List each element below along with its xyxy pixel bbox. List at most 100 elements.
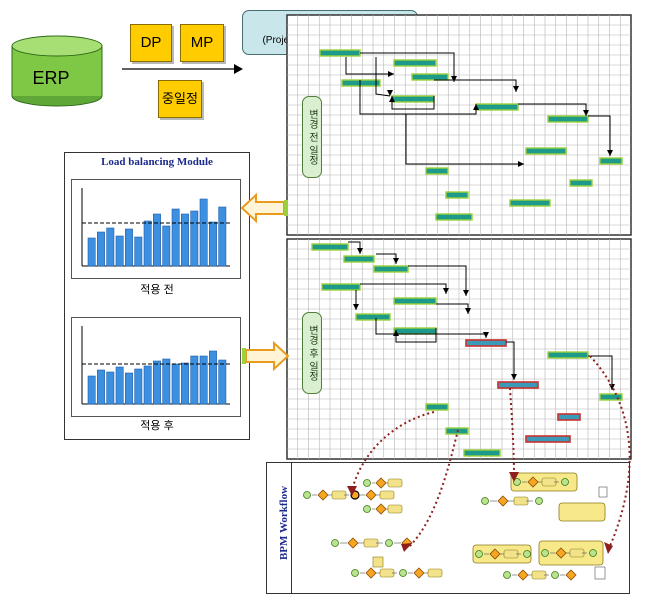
task-bar bbox=[411, 73, 449, 81]
bar bbox=[162, 358, 171, 405]
task-bar bbox=[321, 283, 361, 291]
bpm-task bbox=[331, 490, 347, 500]
dependency-arrowhead bbox=[473, 104, 479, 110]
chart-after-frame bbox=[71, 317, 241, 417]
bpm-gateway bbox=[347, 537, 359, 549]
task-bar bbox=[509, 199, 551, 207]
task-bar bbox=[569, 179, 593, 187]
erp-label: ERP bbox=[32, 68, 70, 88]
bpm-gateway bbox=[497, 495, 509, 507]
bar bbox=[190, 210, 199, 267]
dependency-arrowhead bbox=[443, 288, 449, 294]
dependency-arrowhead bbox=[583, 110, 589, 116]
dependency-arrowhead bbox=[393, 330, 399, 336]
bpm-document bbox=[594, 566, 606, 580]
dependency-arrowhead bbox=[353, 304, 359, 310]
bpm-event bbox=[535, 497, 543, 505]
task-bar-rescheduled bbox=[465, 339, 507, 347]
bar bbox=[115, 366, 124, 405]
task-bar bbox=[311, 243, 349, 251]
bpm-gateway bbox=[375, 477, 387, 489]
bpm-task bbox=[379, 568, 395, 578]
bar bbox=[209, 221, 217, 267]
bpm-gateway bbox=[317, 489, 329, 501]
bpm-task bbox=[427, 568, 443, 578]
dependency-arrowhead bbox=[513, 86, 519, 92]
task-bar bbox=[445, 191, 469, 199]
erp-cylinder bbox=[11, 35, 103, 107]
bar bbox=[181, 362, 189, 405]
bar bbox=[171, 208, 180, 267]
dependency-arrowhead bbox=[518, 161, 524, 167]
bpm-task bbox=[363, 538, 379, 548]
bar bbox=[162, 225, 171, 267]
bar bbox=[115, 235, 124, 267]
dependency-arrowhead bbox=[511, 374, 517, 380]
note-dp: DP bbox=[130, 24, 172, 62]
gantt-before-grid bbox=[286, 14, 632, 236]
bpm-gateway bbox=[489, 548, 501, 560]
task-bar bbox=[355, 313, 391, 321]
bpm-task bbox=[531, 570, 547, 580]
task-bar bbox=[547, 351, 589, 359]
bpm-workflow-title: BPM Workflow bbox=[278, 485, 290, 561]
bpm-event bbox=[475, 550, 483, 558]
dependency-arrowhead bbox=[388, 71, 394, 77]
load-balancing-module: Load balancing Module 적용 전 적용 후 bbox=[64, 152, 250, 440]
bar bbox=[87, 375, 96, 405]
bpm-task bbox=[372, 556, 384, 568]
dependency-arrowhead bbox=[451, 76, 457, 82]
bar bbox=[199, 198, 208, 267]
task-bar bbox=[475, 103, 519, 111]
bpm-event bbox=[351, 569, 359, 577]
dependency-line bbox=[506, 341, 515, 380]
task-bar-rescheduled bbox=[557, 413, 581, 421]
task-bar bbox=[393, 297, 437, 305]
bar bbox=[125, 372, 133, 405]
dependency-arrowhead bbox=[463, 290, 469, 296]
bpm-gateway bbox=[413, 567, 425, 579]
task-bar bbox=[547, 115, 589, 123]
bpm-document bbox=[598, 486, 608, 498]
bar bbox=[199, 355, 208, 405]
bpm-event bbox=[589, 549, 597, 557]
bpm-gateway bbox=[375, 503, 387, 515]
bpm-diagrams bbox=[303, 472, 608, 581]
gantt-after-grid bbox=[286, 238, 632, 460]
bar bbox=[106, 227, 115, 267]
bpm-event bbox=[503, 571, 511, 579]
bpm-gateway bbox=[517, 569, 529, 581]
task-bar bbox=[599, 157, 623, 165]
bar bbox=[209, 350, 217, 405]
bpm-task bbox=[379, 490, 395, 500]
task-bar bbox=[319, 49, 361, 57]
dependency-arrowhead bbox=[387, 90, 393, 96]
dependency-line bbox=[588, 115, 611, 156]
arrow-from-module bbox=[242, 340, 290, 372]
task-bar bbox=[435, 213, 473, 221]
bpm-event bbox=[551, 571, 559, 579]
chart-after bbox=[81, 326, 230, 405]
bar bbox=[134, 368, 143, 405]
chart-before-frame bbox=[71, 179, 241, 279]
erp-to-pms-arrow bbox=[122, 64, 243, 74]
bar bbox=[153, 360, 161, 405]
after-schedule-label: 변경 후 일정 bbox=[302, 312, 322, 394]
bpm-merge bbox=[350, 490, 360, 500]
dependency-line bbox=[375, 57, 391, 97]
bpm-task bbox=[503, 549, 519, 559]
dependency-line bbox=[405, 114, 524, 165]
bar bbox=[218, 206, 227, 267]
bar bbox=[171, 363, 180, 405]
task-bar bbox=[343, 255, 375, 263]
task-bar bbox=[425, 403, 449, 411]
task-bar bbox=[393, 59, 437, 67]
bpm-divider bbox=[291, 463, 292, 593]
bar bbox=[134, 236, 143, 267]
note-midterm: 중일정 bbox=[158, 80, 202, 118]
bpm-event bbox=[481, 497, 489, 505]
bpm-workflow-box: BPM Workflow bbox=[266, 462, 630, 594]
dependency-arrowhead bbox=[607, 150, 613, 156]
bpm-task bbox=[569, 548, 585, 558]
dependency-line bbox=[391, 96, 435, 110]
